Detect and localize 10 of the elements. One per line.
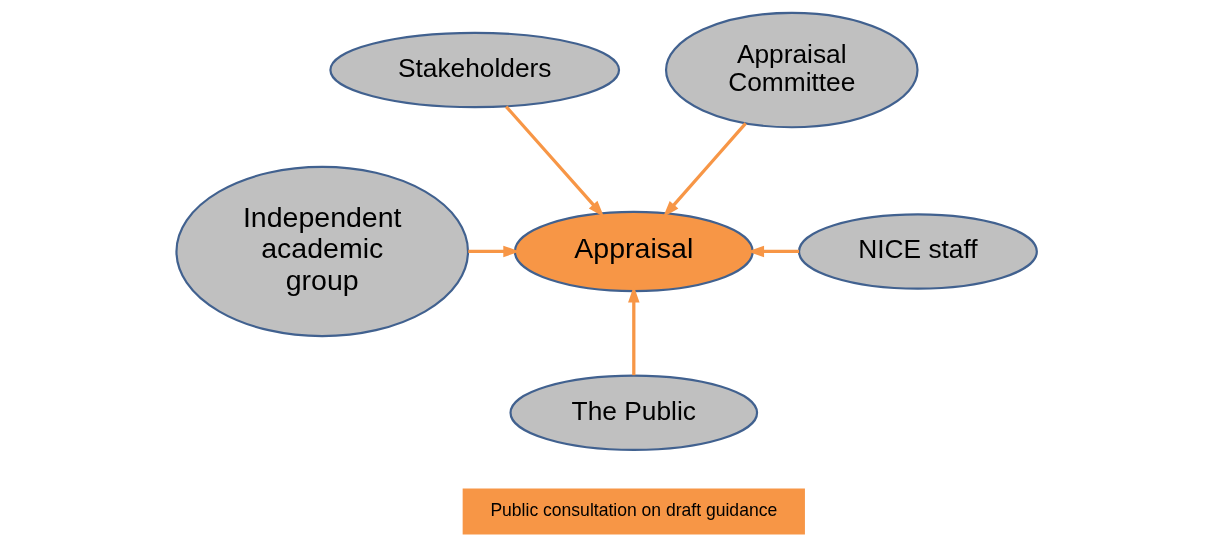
node-ellipse: NICE staff	[797, 213, 1038, 290]
node-ellipse: Appraisal Committee	[664, 11, 919, 129]
arrow	[504, 105, 605, 217]
node-ellipse: Stakeholders	[329, 31, 621, 109]
node-ellipse: Appraisal	[513, 210, 754, 293]
node-ellipse: Independent academic group	[175, 165, 470, 338]
node-box: Public consultation on draft guidance	[462, 488, 805, 535]
node-ellipse: The Public	[509, 374, 759, 452]
arrow	[468, 245, 520, 258]
arrow	[663, 122, 747, 218]
